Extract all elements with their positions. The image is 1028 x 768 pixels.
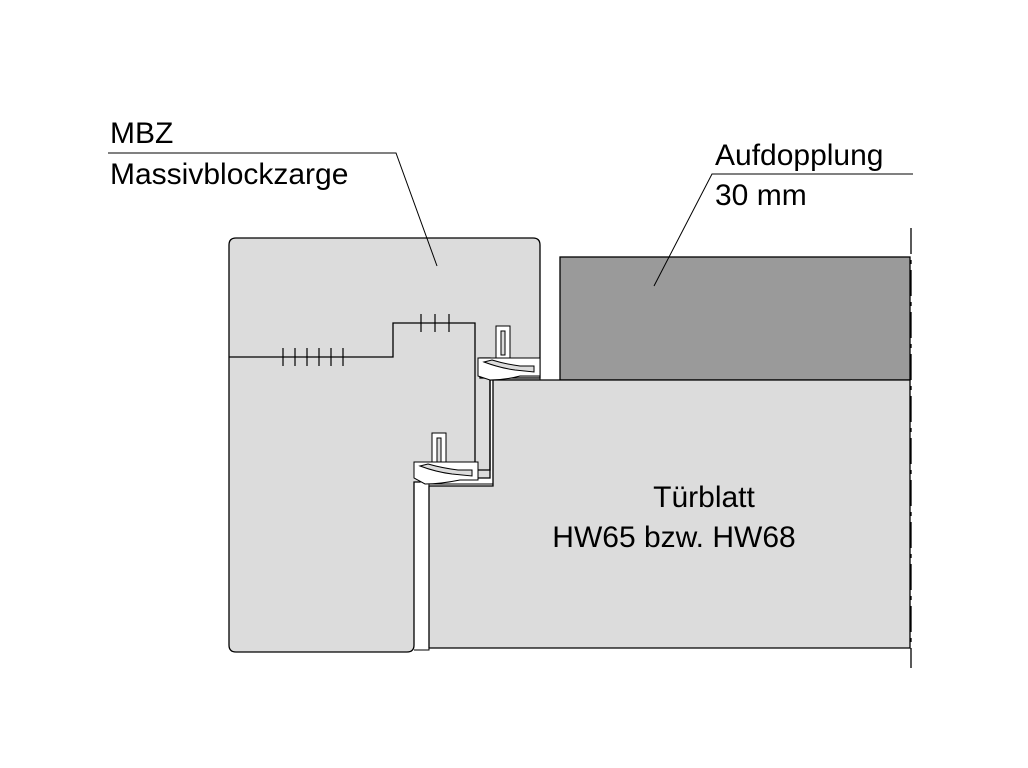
door-leaf-label: Türblatt [653,481,755,514]
glue-marks-upper [420,314,450,332]
frame-leader-line [108,152,438,267]
glue-marks-lower [282,348,344,366]
frame-callout-name: Massivblockzarge [110,158,349,191]
lower-seal-profile [413,432,479,485]
frame-callout-abbreviation: MBZ [110,117,174,150]
door-leaf-type: HW65 bzw. HW68 [552,521,796,554]
lining-callout-name: Aufdopplung [715,139,884,172]
lining-leader-line [653,173,913,287]
frame-joint-line [229,322,476,358]
frame-body [228,237,541,653]
gap-line [414,377,541,651]
lining-callout-thickness: 30 mm [715,179,807,212]
upper-seal-profile [477,325,541,381]
lining-panel [559,256,911,381]
